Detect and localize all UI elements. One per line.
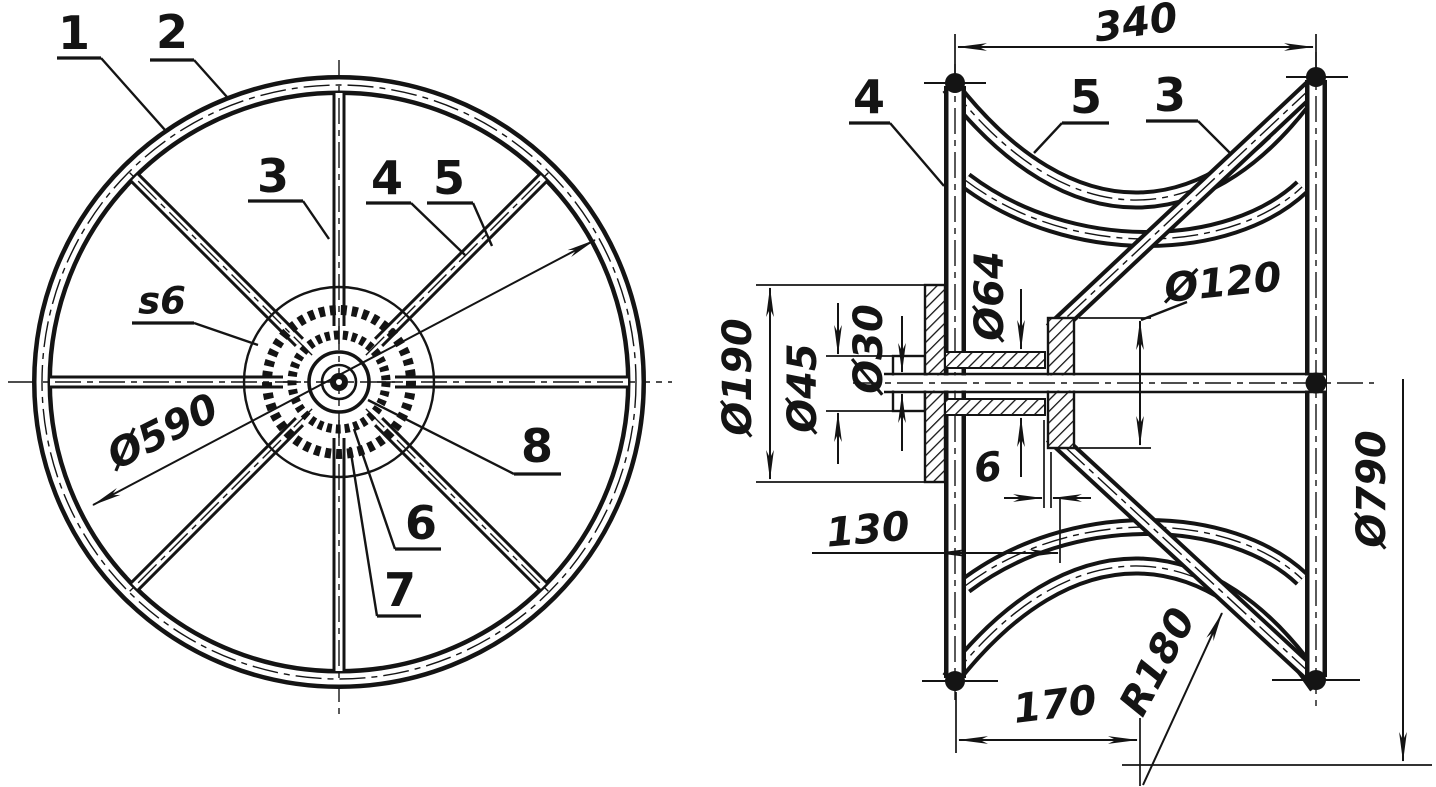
dim-spoke-bend-radius: R180 (1111, 601, 1223, 786)
dim-boss-diameter: Ø45 (780, 303, 893, 464)
callout-4-label: 4 (371, 151, 403, 205)
hub-offset-label: 130 (824, 503, 911, 556)
dim-flange-diameter: Ø190 (715, 284, 926, 483)
dim-rim-spacing: 340 (954, 0, 1317, 74)
dim-bore-diameter: Ø30 (846, 304, 906, 451)
web-gap-label: 6 (972, 444, 1004, 493)
hub-disc-diameter-label: Ø120 (1160, 254, 1284, 312)
dim-overall-diameter: Ø790 (1122, 379, 1432, 766)
boss-diameter-label: Ø45 (780, 343, 826, 435)
side-callout-5: 5 (1033, 70, 1109, 154)
callout-6: 6 (352, 428, 441, 551)
front-view: Ø590 s6 1 2 3 4 5 6 (8, 5, 672, 718)
dim-spoke-base-offset: 170 (955, 677, 1141, 786)
flange-diameter-label: Ø190 (715, 318, 761, 438)
bore-diameter-label: Ø30 (846, 304, 892, 396)
callout-8: 8 (367, 398, 561, 476)
spoke-bend-radius-label: R180 (1111, 601, 1205, 724)
side-callout-4-label: 4 (853, 70, 885, 124)
callout-3-label: 3 (257, 149, 289, 203)
overall-diameter-label: Ø790 (1349, 430, 1395, 550)
side-callout-3-label: 3 (1154, 68, 1186, 122)
hub-tube-diameter-label: Ø64 (967, 251, 1013, 343)
rim-diameter-label: Ø590 (98, 385, 225, 480)
dim-hub-tube-diameter: Ø64 (967, 251, 1025, 477)
side-callout-4: 4 (849, 70, 945, 187)
callout-2-label: 2 (156, 5, 188, 59)
callout-7: 7 (348, 446, 421, 618)
dim-hub-offset: 130 (812, 497, 1061, 563)
rim-spacing-label: 340 (1091, 0, 1180, 52)
hub-section (853, 283, 1374, 484)
side-spokes (942, 74, 1326, 692)
callout-3: 3 (248, 149, 330, 240)
callout-6-label: 6 (405, 496, 437, 550)
callout-2: 2 (150, 5, 228, 98)
callout-5-label: 5 (433, 151, 465, 205)
callout-7-label: 7 (384, 563, 416, 617)
callout-5: 5 (427, 151, 494, 247)
side-callout-5-label: 5 (1070, 70, 1102, 124)
callout-1: 1 (57, 6, 166, 131)
rim (32, 75, 646, 689)
callout-s6: s6 (132, 280, 259, 347)
callout-4: 4 (366, 151, 466, 256)
spoke-base-offset-label: 170 (1011, 677, 1099, 733)
callout-1-label: 1 (58, 6, 90, 60)
side-callout-3: 3 (1146, 68, 1232, 155)
callout-8-label: 8 (521, 419, 553, 473)
side-view: 340 Ø190 Ø45 Ø30 Ø64 (715, 0, 1432, 786)
web-thickness-label: s6 (138, 280, 186, 323)
